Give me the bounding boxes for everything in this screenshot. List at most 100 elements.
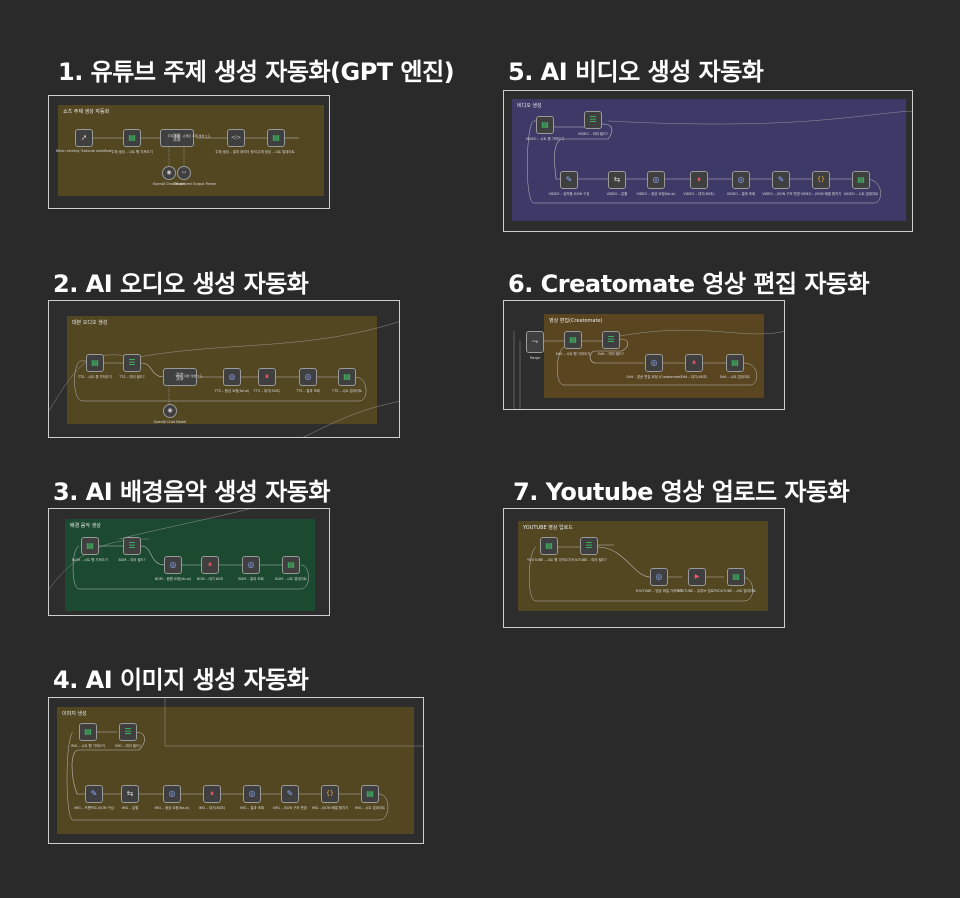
node-label: YOUTUBE – 여러 필드? xyxy=(571,558,607,562)
node-label: VIDEO – JSON 구조 변경 xyxy=(762,192,800,196)
sheets-icon: ▤ xyxy=(541,120,549,129)
workflow-node[interactable]: ⤳ xyxy=(526,331,544,353)
workflow-node[interactable]: ☰ xyxy=(580,537,598,555)
pen-icon: ✎ xyxy=(777,175,785,184)
globe-icon: ◎ xyxy=(655,572,663,581)
workflow-node[interactable]: ⇆ xyxy=(121,785,139,803)
sticky-note: 쇼츠 주제 생성 자동화 xyxy=(58,105,324,196)
workflow-node[interactable]: ◎ xyxy=(732,171,750,189)
workflow-node[interactable]: {} xyxy=(812,171,830,189)
workflow-node[interactable]: ▤ xyxy=(267,129,285,147)
workflow-node[interactable]: ◎ xyxy=(242,556,260,574)
node-label: BGM – 여러 필드? xyxy=(118,558,146,562)
workflow-node[interactable]: ▤ xyxy=(726,354,744,372)
workflow-node[interactable]: ◉ xyxy=(163,404,177,418)
workflow-node[interactable]: ✎ xyxy=(560,171,578,189)
pause-icon: ⏸ xyxy=(697,175,701,184)
sheets-icon: ▤ xyxy=(731,358,739,367)
node-label: BGM – 음원 요청(fal.ai) xyxy=(154,577,192,581)
sheets-icon: ▤ xyxy=(569,335,577,344)
workflow-node[interactable]: ☰ xyxy=(119,723,137,741)
workflow-node[interactable]: ▤ xyxy=(536,116,554,134)
workflow-node[interactable]: ◎ xyxy=(163,785,181,803)
workflow-node[interactable]: ▤ xyxy=(540,537,558,555)
filter-icon: ☰ xyxy=(585,541,593,550)
sticky-note: 배경 음악 생성 xyxy=(65,519,315,611)
workflow-node[interactable]: ⏸ xyxy=(258,368,276,386)
youtube-icon: ▶ xyxy=(694,573,700,580)
node-label: IMG – 프롬프트 JSON 구성 xyxy=(74,806,114,810)
workflow-node[interactable]: ◎ xyxy=(299,368,317,386)
node-label: Structured Output Parser xyxy=(173,182,217,186)
node-label: VIDEO – 시트 업데이트 xyxy=(843,192,879,196)
node-label: VIDEO – JSON 배열 합치기 xyxy=(800,192,842,196)
node-label: IMG – JSON 구조 변경 xyxy=(273,806,307,810)
workflow-node[interactable]: ◎ xyxy=(243,785,261,803)
workflow-node[interactable]: {} xyxy=(321,785,339,803)
workflow-node[interactable]: ⛓ xyxy=(163,368,197,386)
braces-icon: {} xyxy=(817,176,825,183)
sticky-title: 이미지 생성 xyxy=(62,711,87,717)
code-icon: </> xyxy=(230,134,242,141)
globe-icon: ◎ xyxy=(248,789,256,798)
node-label: Merge xyxy=(529,356,541,360)
workflow-node[interactable]: ▤ xyxy=(86,354,104,372)
workflow-node[interactable]: ◉ xyxy=(162,166,176,180)
sticky-title: 배경 음악 생성 xyxy=(70,523,101,529)
workflow-screenshot-5: 비디오 생성 ▤ VIDEO – 시트 행 가져오기 ☰ VIDEO – 여러 … xyxy=(503,90,913,232)
workflow-node[interactable]: ➚ xyxy=(75,129,93,147)
sheets-icon: ▤ xyxy=(86,541,94,550)
workflow-node[interactable]: ⇆ xyxy=(608,171,626,189)
workflow-node[interactable]: ▤ xyxy=(852,171,870,189)
workflow-node[interactable]: ▶ xyxy=(688,568,706,586)
node-label: 주제 생성 – 쇼펙트 주제 생성 노드 xyxy=(167,134,211,138)
sheets-icon: ▤ xyxy=(732,572,740,581)
workflow-node[interactable]: </> xyxy=(227,129,245,147)
openai-icon: ◉ xyxy=(166,169,172,176)
workflow-node[interactable]: ◎ xyxy=(645,354,663,372)
workflow-node[interactable]: ▤ xyxy=(79,723,97,741)
filter-icon: ☰ xyxy=(128,541,136,550)
workflow-node[interactable]: ⛓ xyxy=(160,129,194,147)
workflow-node[interactable]: ▤ xyxy=(564,331,582,349)
node-label: BGM – 대기 60초 xyxy=(196,577,224,581)
node-label: 주제 생성 – 결과 데이터 정리 xyxy=(215,150,257,154)
pen-icon: ✎ xyxy=(286,789,294,798)
workflow-node[interactable]: ▤ xyxy=(123,129,141,147)
workflow-node[interactable]: ◎ xyxy=(650,568,668,586)
workflow-node[interactable]: ▤ xyxy=(338,368,356,386)
node-label: TTS – 시트 행 가져오기 xyxy=(77,375,113,379)
globe-icon: ◎ xyxy=(228,372,236,381)
workflow-node[interactable]: ‹› xyxy=(177,166,191,180)
sticky-title: 영상 편집(Creatomate) xyxy=(549,318,603,324)
workflow-node[interactable]: ▤ xyxy=(361,785,379,803)
workflow-node[interactable]: ◎ xyxy=(647,171,665,189)
workflow-node[interactable]: ▤ xyxy=(727,568,745,586)
section-title-2: 2. AI 오디오 생성 자동화 xyxy=(53,270,309,298)
node-label: YOUTUBE – 시트 업데이트 xyxy=(716,589,756,593)
node-label: 주제 생성 – 시트 행 가져오기 xyxy=(111,150,153,154)
node-label: VIDEO – 시트 행 가져오기 xyxy=(525,137,565,141)
workflow-node[interactable]: ▤ xyxy=(282,556,300,574)
node-label: VIDEO – 결과 조회 xyxy=(726,192,756,196)
pointer-icon: ➚ xyxy=(80,133,88,142)
workflow-node[interactable]: ✎ xyxy=(772,171,790,189)
workflow-node[interactable]: ⏸ xyxy=(685,354,703,372)
workflow-node[interactable]: ☰ xyxy=(123,354,141,372)
braces-icon: {} xyxy=(326,790,334,797)
workflow-node[interactable]: ◎ xyxy=(223,368,241,386)
node-label: IMG – 결과 조회 xyxy=(240,806,264,810)
workflow-node[interactable]: ☰ xyxy=(602,331,620,349)
workflow-node[interactable]: ⏸ xyxy=(203,785,221,803)
workflow-node[interactable]: ☰ xyxy=(123,537,141,555)
node-label: VIDEO – 여러 필드? xyxy=(578,132,608,136)
workflow-node[interactable]: ⏸ xyxy=(690,171,708,189)
node-label: VIDEO – 분할 xyxy=(606,192,628,196)
workflow-node[interactable]: ✎ xyxy=(281,785,299,803)
workflow-node[interactable]: ▤ xyxy=(81,537,99,555)
workflow-node[interactable]: ◎ xyxy=(164,556,182,574)
workflow-node[interactable]: ☰ xyxy=(584,111,602,129)
workflow-node[interactable]: ✎ xyxy=(85,785,103,803)
workflow-node[interactable]: ⏸ xyxy=(201,556,219,574)
node-label: VIDEO – 대기(60초) xyxy=(683,192,715,196)
